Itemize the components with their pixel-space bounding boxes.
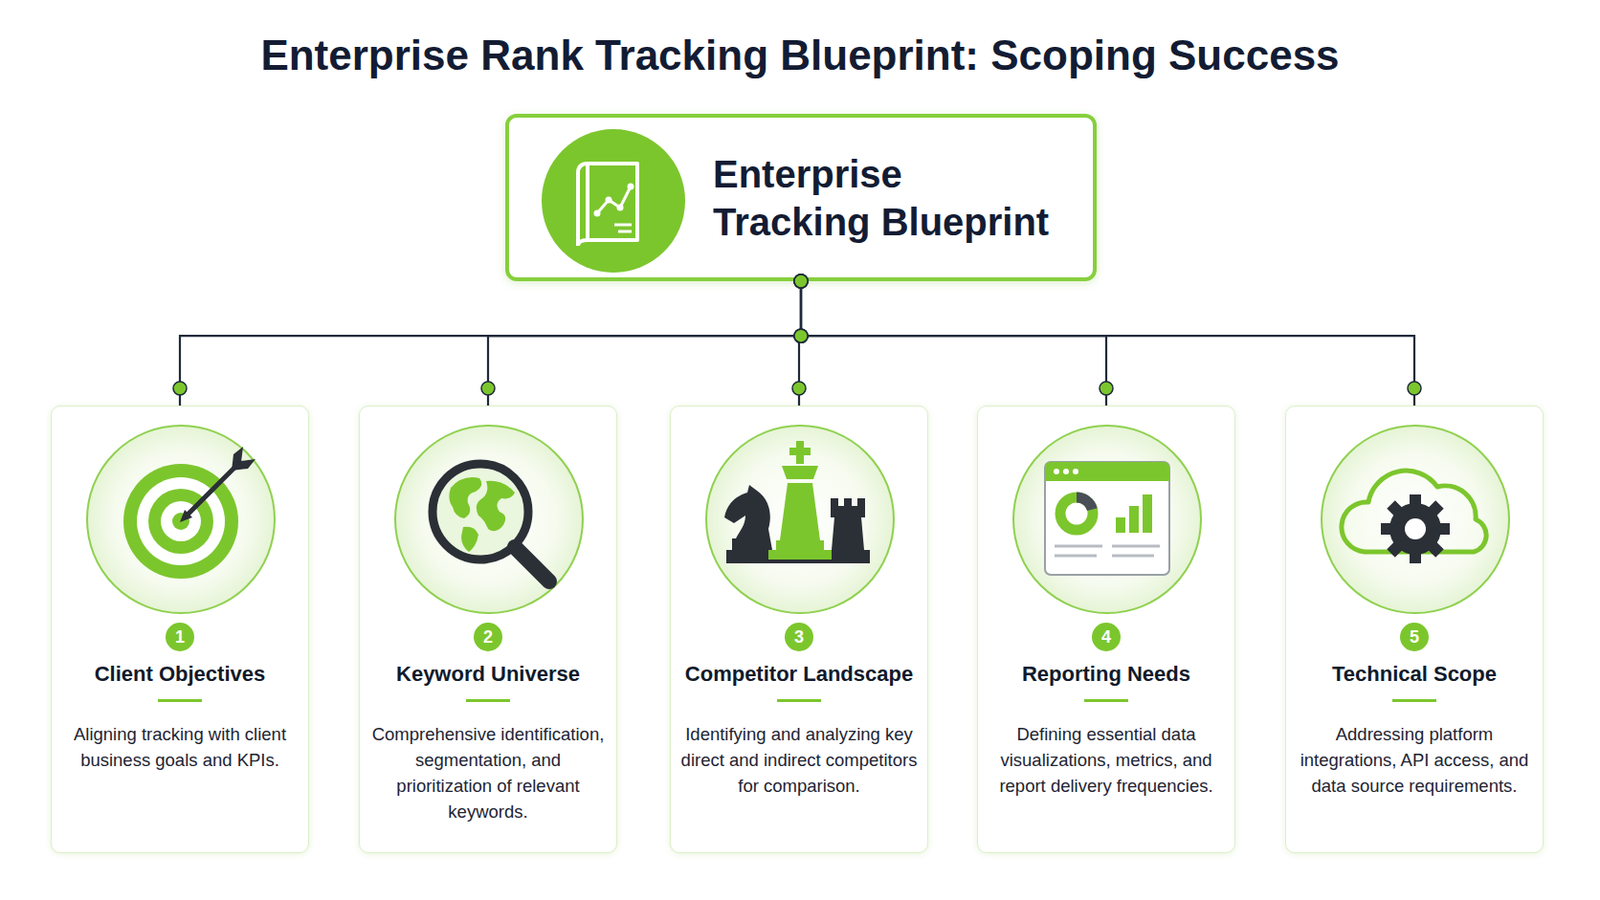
- diagram-title: Enterprise Rank Tracking Blueprint: Scop…: [0, 28, 1600, 83]
- heading-underline: [1084, 699, 1129, 703]
- connector-dot: [794, 329, 808, 343]
- connector: [800, 281, 1107, 406]
- heading-underline: [157, 699, 202, 703]
- callout-number: 3: [784, 622, 814, 652]
- category-card: 4Reporting NeedsDefining essential data …: [977, 405, 1236, 854]
- heading-underline: [1392, 699, 1437, 703]
- connector-dot: [794, 329, 808, 343]
- connector: [799, 281, 801, 406]
- connector-dot: [794, 329, 808, 343]
- connector: [179, 281, 801, 406]
- hub-label: Enterprise Tracking Blueprint: [712, 117, 1067, 278]
- connector-dot: [794, 329, 808, 343]
- card-description: Comprehensive identification, segmentati…: [367, 721, 609, 825]
- connector-dot: [794, 329, 808, 343]
- card-icon: [670, 406, 930, 622]
- card-heading: Technical Scope: [1332, 661, 1497, 689]
- card-heading: Client Objectives: [94, 661, 267, 689]
- heading-underline: [777, 699, 822, 703]
- card-content: 4Reporting NeedsDefining essential data …: [977, 622, 1235, 800]
- card-icon: [977, 406, 1237, 622]
- card-content: 5Technical ScopeAddressing platform inte…: [1286, 622, 1543, 800]
- card-heading: Competitor Landscape: [685, 661, 913, 689]
- connector-dot: [792, 381, 806, 396]
- category-card: 1Client ObjectivesAligning tracking with…: [50, 405, 310, 854]
- card-icon: [1286, 406, 1545, 622]
- card-icon: [51, 406, 311, 622]
- card-content: 1Client ObjectivesAligning tracking with…: [51, 622, 309, 774]
- category-card: 2Keyword UniverseComprehensive identific…: [358, 405, 618, 854]
- card-description: Identifying and analyzing key direct and…: [678, 721, 920, 800]
- connector: [800, 281, 1415, 406]
- card-icon: [359, 406, 619, 622]
- heading-underline: [466, 699, 511, 703]
- connector: [488, 281, 801, 406]
- card-content: 2Keyword UniverseComprehensive identific…: [359, 622, 617, 825]
- callout-number: 1: [165, 622, 195, 652]
- connector-dot: [481, 381, 495, 396]
- card-description: Defining essential data visualizations, …: [985, 721, 1227, 800]
- hub-box: Enterprise Tracking Blueprint: [505, 113, 1097, 282]
- card-heading: Keyword Universe: [396, 661, 580, 689]
- connector-dot: [173, 381, 187, 396]
- category-card: 5Technical ScopeAddressing platform inte…: [1285, 405, 1544, 854]
- card-description: Aligning tracking with client business g…: [59, 721, 301, 774]
- connector-dot: [1099, 381, 1113, 396]
- callout-number: 4: [1091, 622, 1121, 652]
- connector-dot: [1407, 381, 1422, 396]
- card-heading: Reporting Needs: [1022, 661, 1191, 689]
- callout-number: 5: [1400, 622, 1429, 652]
- card-description: Addressing platform integrations, API ac…: [1293, 721, 1535, 800]
- category-card: 3Competitor LandscapeIdentifying and ana…: [669, 405, 929, 854]
- blueprint-icon: [509, 117, 720, 286]
- card-content: 3Competitor LandscapeIdentifying and ana…: [670, 622, 928, 800]
- callout-number: 2: [473, 622, 503, 652]
